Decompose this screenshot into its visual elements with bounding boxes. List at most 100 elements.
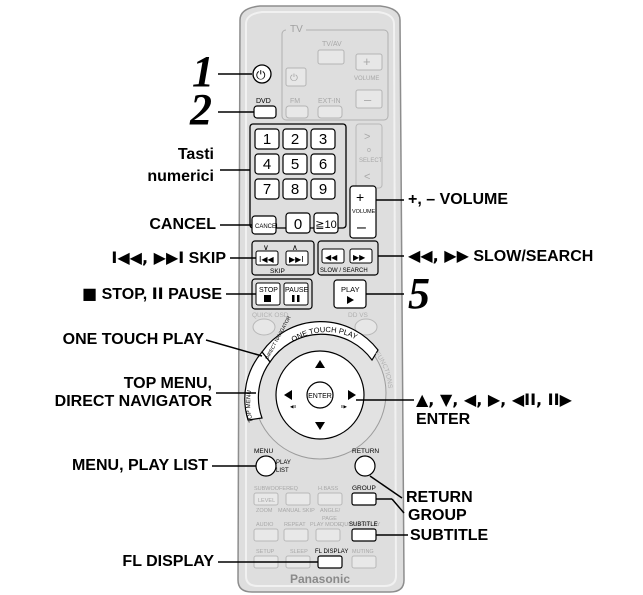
pause-button[interactable]	[283, 282, 309, 306]
group-button-label: GROUP	[352, 485, 376, 492]
key-8[interactable]	[282, 178, 308, 200]
play-button-label: PLAY	[341, 285, 360, 294]
play-mode-button[interactable]	[315, 528, 341, 542]
fl-display-button-label: FL DISPLAY	[315, 549, 348, 555]
menu-button[interactable]	[255, 455, 277, 477]
eq-label: EQ	[290, 486, 299, 492]
ext-in-label: EXT-IN	[318, 98, 341, 105]
tv-power-button[interactable]	[285, 67, 307, 87]
slow-search-rev-button[interactable]	[321, 248, 345, 264]
eq-button[interactable]	[285, 492, 311, 506]
skip-next-button[interactable]	[285, 250, 309, 266]
power-button[interactable]: ⏻	[252, 64, 272, 84]
top-menu-ring-label: TOP MENU	[246, 390, 255, 423]
key-7[interactable]	[254, 178, 280, 200]
key-6-label: 6	[319, 156, 327, 173]
repeat-button[interactable]	[283, 528, 309, 542]
play-list-label-1: PLAY	[276, 460, 291, 466]
subwoofer-button[interactable]	[253, 492, 279, 506]
slow-search-fwd-button[interactable]	[349, 248, 373, 264]
left-arrow-icon[interactable]	[284, 390, 292, 400]
leader-lines	[205, 73, 414, 563]
callout-stop-pause: ■ STOP, II PAUSE	[82, 284, 222, 304]
up-arrow-icon[interactable]	[315, 360, 325, 368]
return-button[interactable]	[354, 455, 376, 477]
key-0[interactable]	[285, 212, 311, 234]
select-up-icon: >	[364, 131, 370, 143]
tv-volume-down-button[interactable]	[355, 89, 383, 109]
stop-icon	[264, 295, 271, 302]
callout-skip: I◀◀, ▶▶I SKIP	[111, 248, 226, 268]
callout-slow-search: ◀◀, ▶▶ SLOW/SEARCH	[408, 246, 594, 266]
slow-search-frame	[317, 240, 379, 276]
key-9[interactable]	[310, 178, 336, 200]
subtitle-button-label: SUBTITLE	[349, 522, 378, 528]
volume-rocker[interactable]	[349, 185, 377, 239]
fl-display-button[interactable]	[317, 555, 343, 569]
key-8-label: 8	[291, 181, 299, 198]
key-7-label: 7	[263, 181, 271, 198]
tv-volume-up-button[interactable]	[355, 53, 383, 71]
fm-label: FM	[290, 98, 300, 105]
step-1: 1	[192, 47, 214, 96]
key-2-label: 2	[291, 131, 299, 148]
key-2[interactable]	[282, 128, 308, 150]
step-2: 2	[190, 85, 212, 134]
callout-one-touch-play: ONE TOUCH PLAY	[62, 331, 204, 348]
tv-volume-minus-icon: –	[364, 92, 372, 107]
quick-replay-label: QUICK REPLAY	[340, 522, 381, 528]
tv-volume-label: VOLUME	[354, 76, 379, 82]
callout-numeric-keys: Tasti numerici	[147, 146, 214, 185]
zoom-label: ZOOM	[256, 508, 273, 514]
angle-label: ANGLE/	[320, 508, 341, 514]
subwoofer-label: SUBWOOFER	[254, 486, 290, 492]
tv-av-label: TV/AV	[322, 41, 342, 48]
h-bass-button[interactable]	[317, 492, 343, 506]
dvd-label: DVD	[256, 98, 271, 105]
key-3-label: 3	[319, 131, 327, 148]
down-arrow-icon[interactable]	[315, 422, 325, 430]
audio-label: AUDIO	[256, 522, 274, 528]
volume-button-label: VOLUME	[352, 209, 376, 215]
key-3[interactable]	[310, 128, 336, 150]
one-touch-play-button[interactable]	[261, 321, 379, 364]
ext-in-button[interactable]	[317, 105, 343, 119]
pause-button-label: PAUSE	[285, 287, 309, 294]
top-menu-button[interactable]	[244, 351, 271, 421]
cancel-button-label: CANCEL	[255, 224, 280, 230]
key-ge10[interactable]	[313, 212, 339, 234]
muting-button[interactable]	[351, 555, 377, 569]
pause-glyph-icon: II	[151, 284, 164, 303]
callout-menu-play-list: MENU, PLAY LIST	[71, 457, 208, 474]
key-4[interactable]	[254, 153, 280, 175]
callout-return: RETURN	[406, 489, 473, 506]
key-5[interactable]	[282, 153, 308, 175]
key-1-label: 1	[263, 131, 271, 148]
volume-plus-icon: +	[356, 189, 364, 205]
audio-button[interactable]	[253, 528, 279, 542]
dvd-button[interactable]	[253, 105, 277, 119]
level-label: LEVEL	[258, 498, 275, 504]
callout-top-menu: TOP MENU, DIRECT NAVIGATOR	[54, 375, 212, 410]
callout-group: GROUP	[408, 507, 467, 524]
key-1[interactable]	[254, 128, 280, 150]
group-button[interactable]	[351, 492, 377, 506]
fm-button[interactable]	[285, 105, 309, 119]
key-6[interactable]	[310, 153, 336, 175]
enter-button[interactable]	[306, 381, 334, 409]
dd-vs-button[interactable]	[354, 318, 378, 336]
tv-av-button[interactable]	[317, 49, 345, 65]
step-5: 5	[408, 269, 430, 318]
callout-volume: +, – VOLUME	[408, 191, 509, 208]
repeat-label: REPEAT	[284, 522, 306, 528]
select-dot-icon: o	[367, 147, 371, 154]
frame-forward-icon: II▶	[341, 404, 348, 409]
play-mode-label: PLAY MODE	[310, 522, 342, 528]
subtitle-button[interactable]	[351, 528, 377, 542]
rewind-icon: ◀◀	[325, 253, 338, 262]
slow-search-glyphs: ◀◀, ▶▶	[408, 246, 469, 265]
muting-label: MUTING	[352, 549, 374, 555]
quick-osd-button[interactable]	[252, 318, 276, 336]
right-arrow-icon[interactable]	[348, 390, 356, 400]
